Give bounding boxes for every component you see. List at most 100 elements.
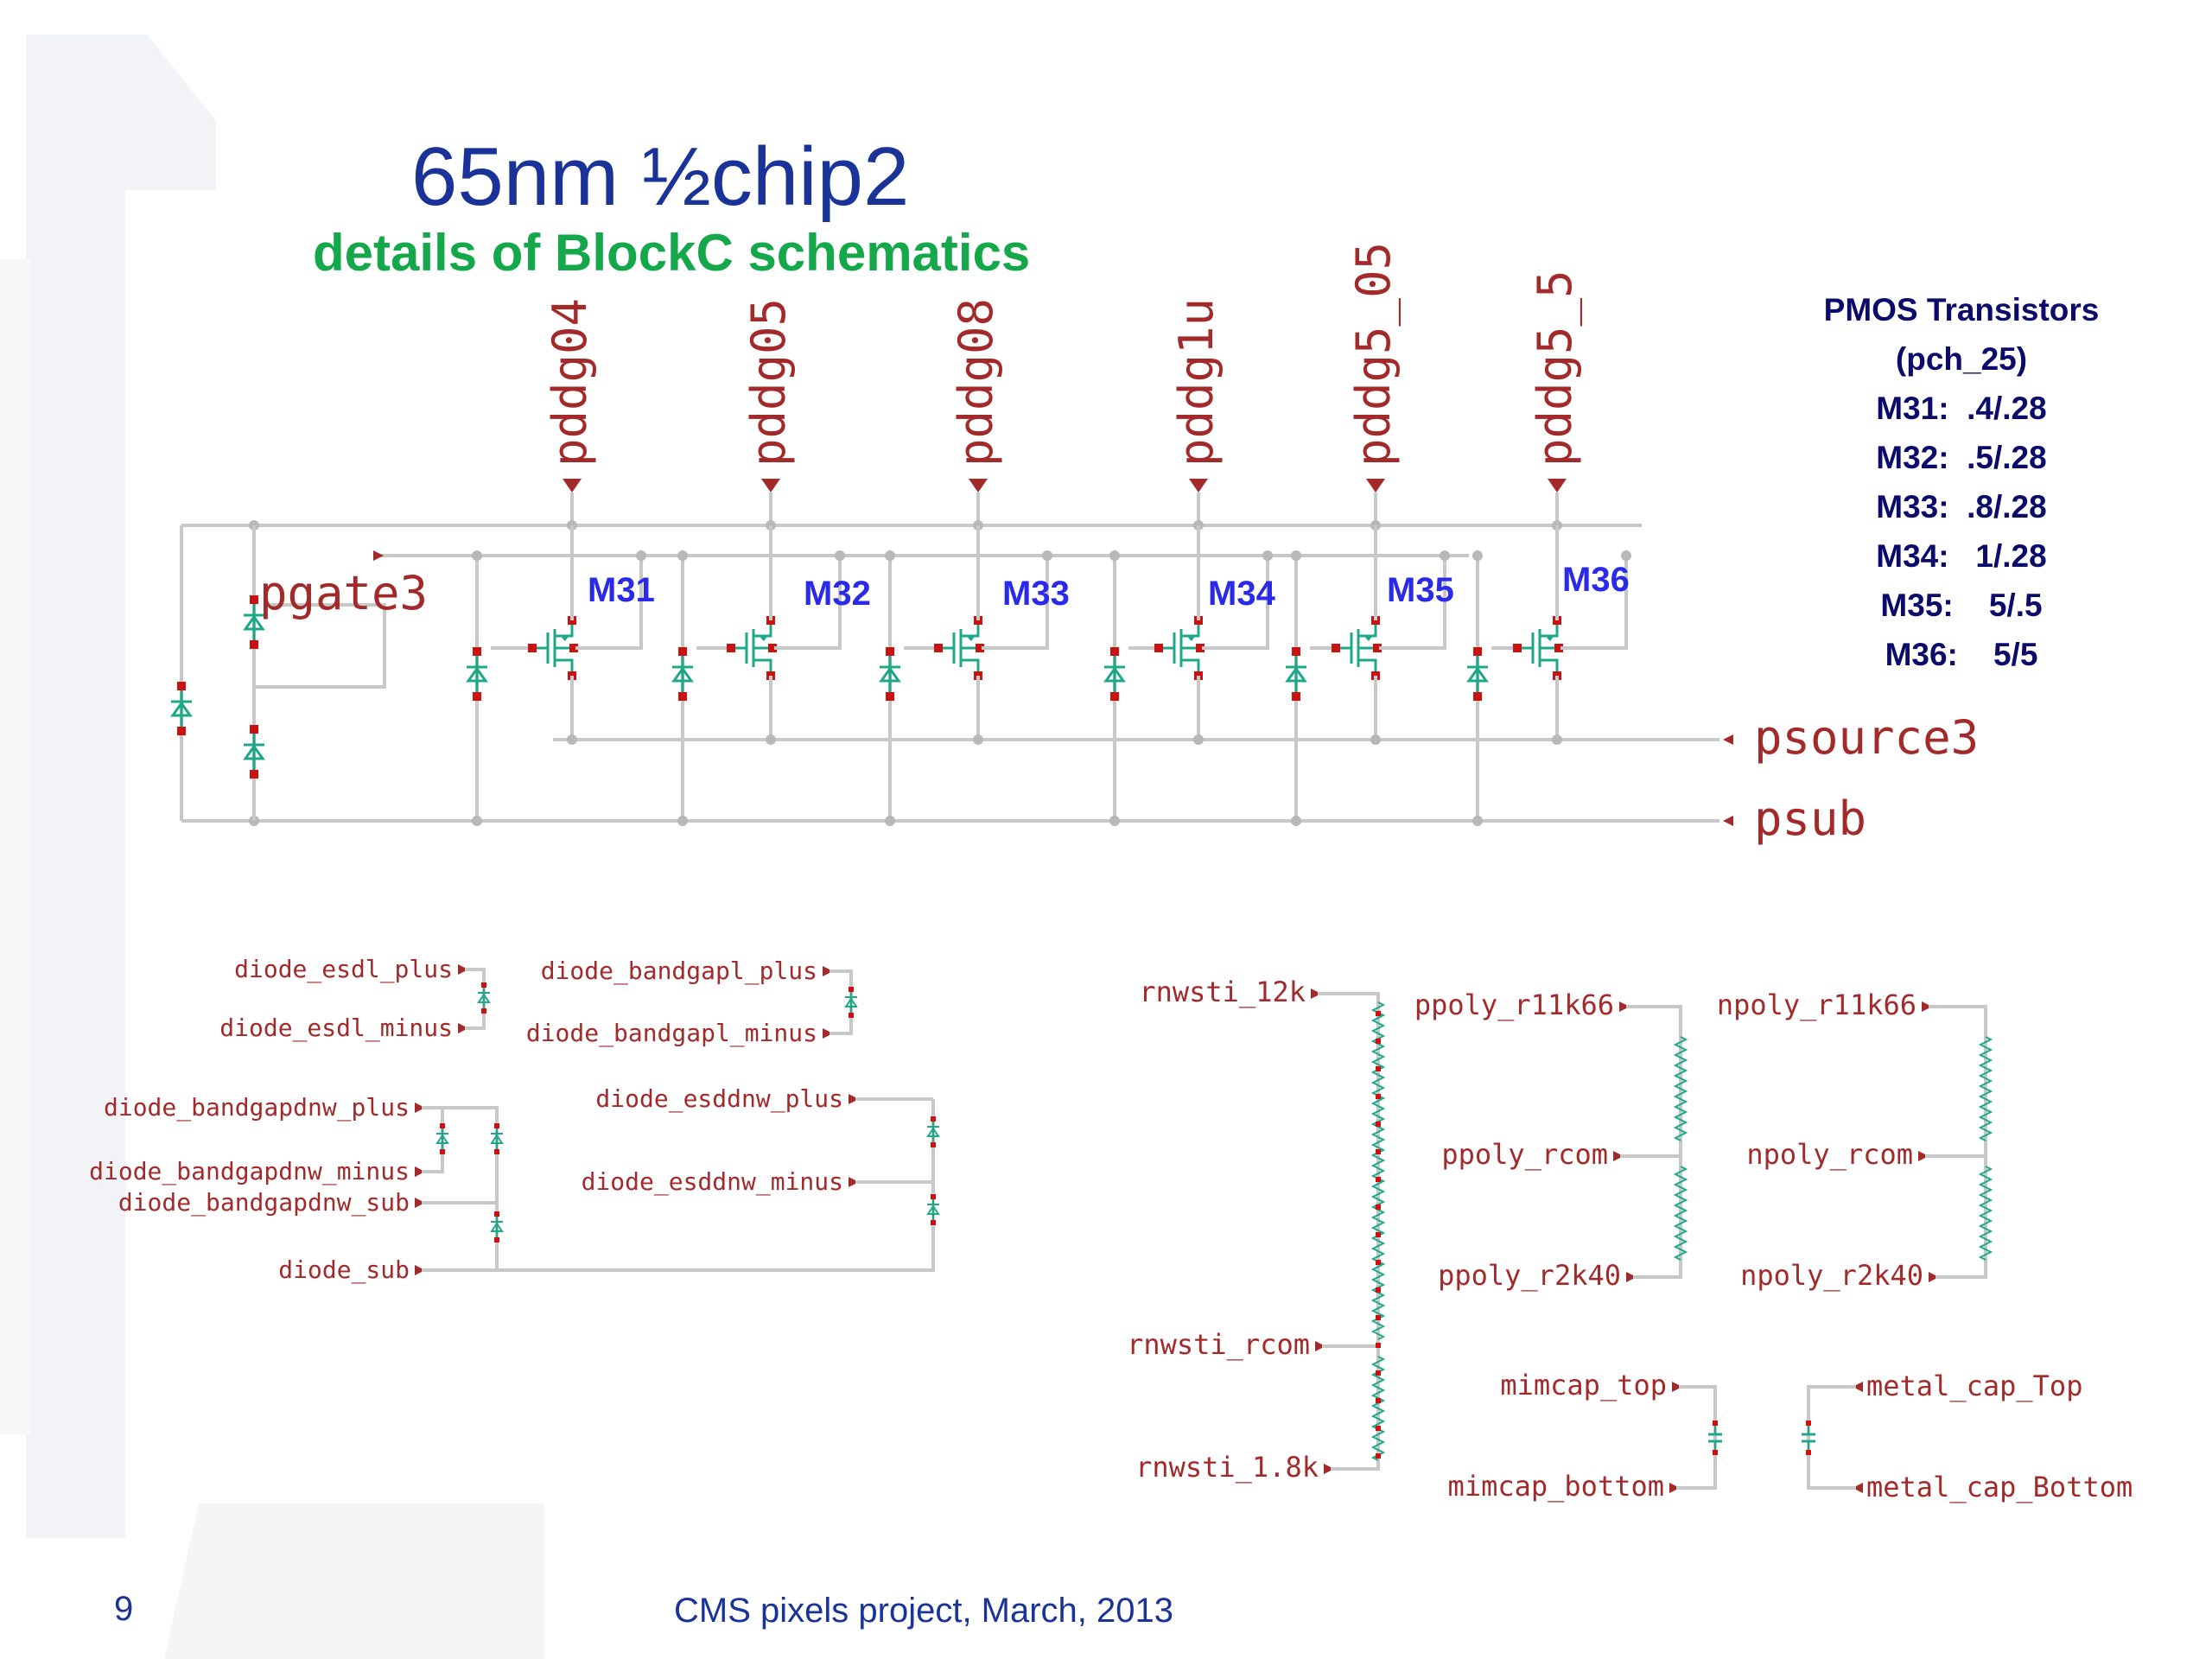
terminal bbox=[976, 644, 984, 652]
spec-line: PMOS Transistors bbox=[1823, 292, 2100, 327]
drain-lead bbox=[753, 622, 772, 638]
diode-icon bbox=[926, 1127, 940, 1137]
spec-line: (pch_25) bbox=[1895, 341, 2028, 377]
cap-pin-label: metal_cap_Top bbox=[1866, 1370, 2082, 1402]
pin-arrow-icon bbox=[1619, 1001, 1630, 1012]
diode-icon bbox=[243, 744, 265, 760]
terminal bbox=[440, 1149, 445, 1154]
spec-line: M31: .4/.28 bbox=[1876, 391, 2047, 426]
transistor-label: M34 bbox=[1208, 575, 1276, 613]
resistor-pin-label: ppoly_r11k66 bbox=[1414, 988, 1614, 1021]
pgate-pin-arrow-icon bbox=[373, 550, 384, 561]
pin-arrow-icon bbox=[1315, 1341, 1325, 1351]
pin-arrow-icon bbox=[1626, 1272, 1637, 1282]
terminal bbox=[177, 682, 186, 690]
cap-pin-label: metal_cap_Bottom bbox=[1866, 1471, 2133, 1503]
terminal bbox=[177, 727, 186, 735]
gate-pin-label: pddg5_05 bbox=[1346, 242, 1401, 467]
diode-pin-label: diode_bandgapl_minus bbox=[526, 1019, 817, 1048]
terminal bbox=[678, 647, 687, 656]
terminal bbox=[849, 1013, 854, 1018]
resistor-pin-label: mimcap_top bbox=[1500, 1369, 1667, 1402]
pin-arrow-icon bbox=[1922, 1001, 1932, 1012]
diode-icon bbox=[466, 666, 488, 683]
terminal bbox=[931, 1194, 936, 1199]
terminal bbox=[473, 692, 481, 701]
diode-pin-label: diode_bandgapl_plus bbox=[541, 957, 817, 986]
transistor-label: M33 bbox=[1002, 575, 1070, 613]
pin-arrow-icon bbox=[415, 1198, 425, 1208]
bulk-wire bbox=[1560, 556, 1628, 650]
pin-arrow-icon bbox=[1853, 1382, 1863, 1392]
pin-arrow-icon bbox=[1853, 1483, 1863, 1493]
arrow-icon bbox=[562, 634, 570, 641]
terminal bbox=[1154, 644, 1163, 652]
rnwsti-wire bbox=[1318, 992, 1380, 1471]
diode-icon bbox=[926, 1205, 940, 1215]
terminal bbox=[931, 1116, 936, 1122]
resistor-pin-label: ppoly_rcom bbox=[1441, 1138, 1608, 1171]
terminal bbox=[1292, 647, 1300, 656]
terminal bbox=[481, 982, 486, 988]
spec-line: M36: 5/5 bbox=[1885, 637, 2038, 672]
diode-pin-label: diode_esddnw_plus bbox=[595, 1084, 843, 1114]
resistor-pin-label: npoly_r2k40 bbox=[1740, 1259, 1923, 1292]
drain-lead bbox=[1181, 622, 1200, 638]
terminal bbox=[1713, 1450, 1718, 1455]
junction-dot bbox=[1472, 550, 1483, 561]
drain-lead bbox=[1358, 622, 1377, 638]
psub-pin-arrow-icon bbox=[1723, 816, 1733, 826]
diode-pin-label: diode_esdl_minus bbox=[219, 1014, 453, 1043]
pin-arrow-icon bbox=[1548, 479, 1567, 493]
diode-pin-label: diode_esddnw_minus bbox=[582, 1167, 843, 1197]
pin-arrow-icon bbox=[1189, 479, 1208, 493]
junction-dot bbox=[677, 550, 688, 561]
diode-icon bbox=[1466, 666, 1489, 683]
diode-pin-label: diode_sub bbox=[278, 1255, 410, 1285]
junction-dot bbox=[1621, 550, 1631, 561]
junction-dot bbox=[766, 734, 776, 745]
pin-arrow-icon bbox=[823, 966, 833, 976]
resistor-icon bbox=[1673, 1166, 1688, 1261]
pin-arrow-icon bbox=[1613, 1151, 1624, 1161]
terminal bbox=[1373, 644, 1382, 652]
terminal bbox=[931, 1142, 936, 1147]
terminal bbox=[1332, 644, 1340, 652]
terminal bbox=[1376, 1287, 1381, 1293]
junction-dot bbox=[1262, 550, 1273, 561]
bulk-wire bbox=[774, 556, 842, 650]
diode-icon bbox=[435, 1134, 449, 1144]
pin-label-psub: psub bbox=[1754, 791, 1866, 846]
pin-arrow-icon bbox=[849, 1094, 859, 1104]
terminal bbox=[931, 1220, 936, 1225]
terminal bbox=[250, 595, 258, 604]
resistor-pin-label: rnwsti_12k bbox=[1139, 976, 1306, 1008]
terminal bbox=[1376, 1343, 1381, 1348]
transistor-label: M35 bbox=[1387, 571, 1454, 609]
junction-dot bbox=[1552, 734, 1562, 745]
pin-arrow-icon bbox=[761, 479, 780, 493]
pin-arrow-icon bbox=[415, 1166, 425, 1177]
terminal bbox=[1376, 1122, 1381, 1127]
arrow-icon bbox=[1188, 634, 1197, 641]
terminal bbox=[1376, 1370, 1381, 1376]
junction-dot bbox=[835, 550, 845, 561]
terminal bbox=[1376, 1453, 1381, 1459]
terminal bbox=[1473, 692, 1482, 701]
terminal bbox=[849, 987, 854, 992]
diode-icon bbox=[671, 666, 694, 683]
diode-icon bbox=[844, 997, 858, 1007]
drain-lead bbox=[1540, 622, 1559, 638]
terminal bbox=[473, 647, 481, 656]
resistor-icon bbox=[1370, 1001, 1386, 1340]
terminal bbox=[1110, 692, 1119, 701]
terminal bbox=[1713, 1421, 1718, 1426]
terminal bbox=[1376, 1315, 1381, 1320]
diode-icon bbox=[1103, 666, 1126, 683]
terminal bbox=[934, 644, 943, 652]
diode-icon bbox=[170, 701, 193, 717]
terminal bbox=[1806, 1450, 1811, 1455]
resistor-pin-label: mimcap_bottom bbox=[1448, 1470, 1664, 1503]
terminal bbox=[1473, 647, 1482, 656]
